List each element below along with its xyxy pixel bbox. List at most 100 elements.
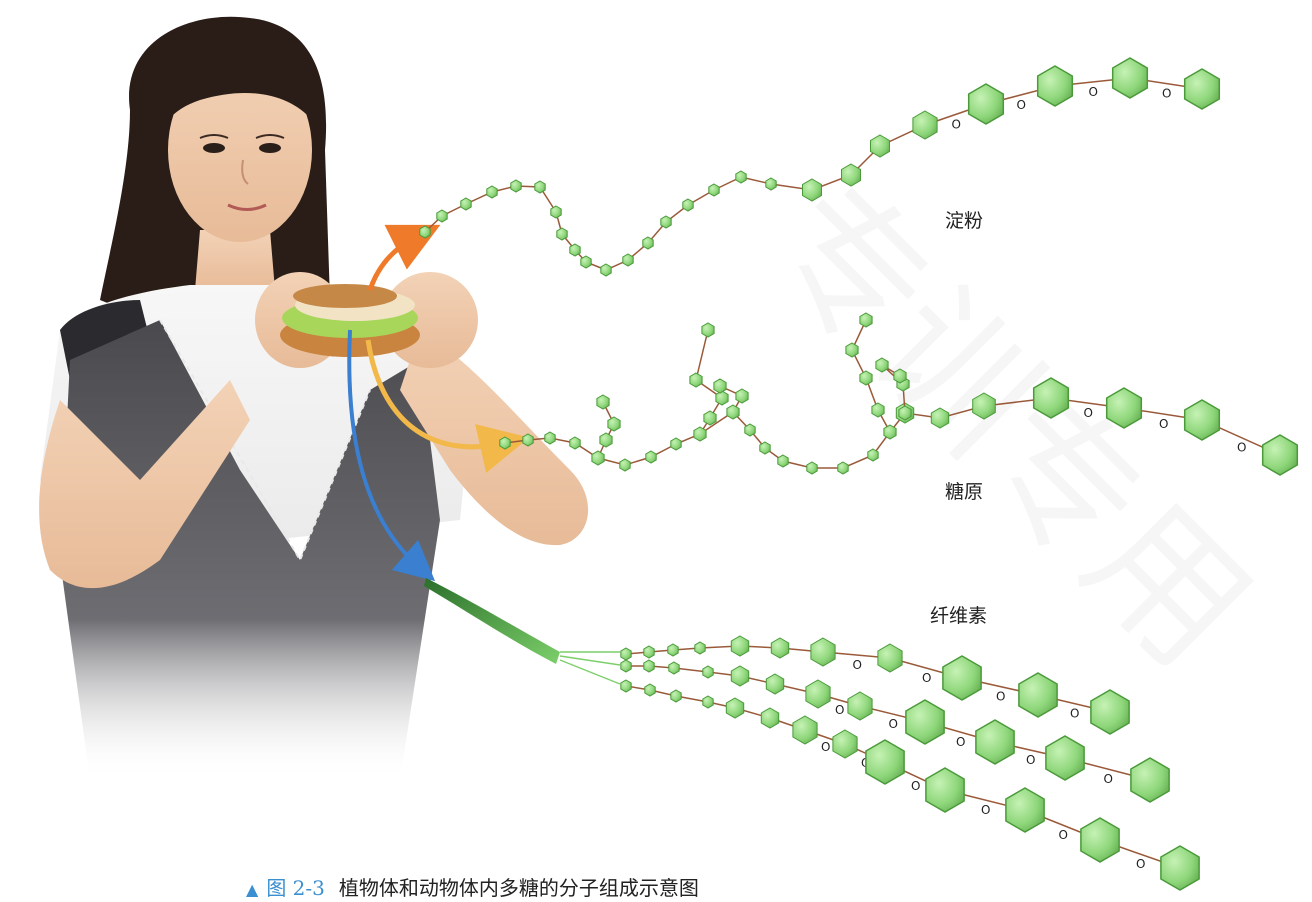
glucose-ring-icon: [1080, 817, 1120, 863]
oxygen-atom-label: O: [981, 803, 990, 817]
glucose-ring-icon: [667, 643, 679, 657]
glucose-ring-icon: [580, 255, 592, 269]
glucose-ring-icon: [972, 392, 996, 420]
glucose-ring-icon: [925, 767, 965, 813]
starch-label: 淀粉: [945, 210, 984, 232]
glucose-ring-icon: [1032, 377, 1070, 419]
glucose-ring-icon: [912, 110, 938, 140]
glucose-ring-icon: [759, 441, 771, 455]
glucose-ring-icon: [1036, 65, 1074, 107]
glucose-ring-icon: [730, 635, 750, 657]
oxygen-atom-label: O: [1104, 772, 1113, 786]
glucose-ring-icon: [832, 729, 858, 759]
oxygen-atom-label: O: [1237, 441, 1246, 455]
glucose-ring-icon: [725, 697, 745, 719]
glucose-ring-icon: [591, 450, 605, 466]
glucose-ring-icon: [569, 243, 581, 257]
glucose-ring-icon: [668, 661, 680, 675]
glycosidic-bond: [597, 401, 615, 459]
glucose-ring-icon: [534, 180, 546, 194]
glucose-ring-icon: [841, 163, 861, 187]
glucose-ring-icon: [419, 225, 431, 239]
glucose-ring-icon: [682, 198, 694, 212]
oxygen-atom-label: O: [1089, 85, 1098, 99]
glucose-ring-icon: [544, 431, 556, 445]
figure-number: 图 2-3: [266, 876, 325, 900]
glycosidic-bond: [881, 364, 906, 414]
glucose-ring-icon: [708, 183, 720, 197]
glucose-ring-icon: [975, 719, 1015, 765]
glucose-ring-icon: [701, 322, 715, 338]
glucose-ring-icon: [1045, 735, 1085, 781]
glucose-ring-icon: [619, 458, 631, 472]
glucose-ring-icon: [847, 691, 873, 721]
figure-caption: ▲ 图 2-3 植物体和动物体内多糖的分子组成示意图: [246, 872, 699, 901]
glucose-ring-icon: [713, 378, 727, 394]
glucose-ring-icon: [569, 436, 581, 450]
glucose-ring-icon: [765, 177, 777, 191]
glucose-ring-icon: [845, 342, 859, 358]
glucose-ring-icon: [436, 209, 448, 223]
glucose-ring-icon: [599, 432, 613, 448]
glucose-ring-icon: [735, 388, 749, 404]
glucose-ring-icon: [620, 659, 632, 673]
glucose-ring-icon: [596, 394, 610, 410]
oxygen-atom-label: O: [1136, 857, 1145, 871]
glucose-ring-icon: [1183, 68, 1221, 110]
glucose-ring-icon: [1130, 757, 1170, 803]
oxygen-atom-label: O: [952, 118, 961, 132]
oxygen-atom-label: O: [1084, 406, 1093, 420]
glucose-ring-icon: [765, 673, 785, 695]
glucose-ring-icon: [670, 437, 682, 451]
glycogen-label: 糖原: [945, 481, 984, 503]
oxygen-atom-label: O: [835, 703, 844, 717]
glucose-ring-icon: [693, 426, 707, 442]
glucose-ring-icon: [802, 178, 822, 202]
caption-text: 植物体和动物体内多糖的分子组成示意图: [338, 876, 699, 900]
glucose-ring-icon: [670, 689, 682, 703]
glucose-ring-icon: [644, 683, 656, 697]
oxygen-atom-label: O: [956, 735, 965, 749]
glucose-ring-icon: [760, 707, 780, 729]
glucose-ring-icon: [871, 402, 885, 418]
glycogen-molecule: OOO: [499, 312, 1299, 476]
glucose-ring-icon: [726, 404, 740, 420]
glucose-ring-icon: [810, 637, 836, 667]
glucose-ring-icon: [660, 215, 672, 229]
glucose-ring-icon: [600, 263, 612, 277]
glucose-ring-icon: [877, 643, 903, 673]
glucose-ring-icon: [460, 197, 472, 211]
glucose-ring-icon: [859, 312, 873, 328]
glucose-ring-icon: [486, 185, 498, 199]
glucose-ring-icon: [645, 450, 657, 464]
oxygen-atom-label: O: [1059, 828, 1068, 842]
oxygen-atom-label: O: [922, 671, 931, 685]
oxygen-atom-label: O: [1026, 753, 1035, 767]
oxygen-atom-label: O: [911, 779, 920, 793]
glucose-ring-icon: [883, 424, 897, 440]
cellulose-fiber: [424, 578, 560, 664]
starch-molecule: O O O O: [419, 57, 1221, 277]
glucose-ring-icon: [522, 433, 534, 447]
oxygen-atom-label: O: [1017, 98, 1026, 112]
glucose-ring-icon: [1261, 434, 1299, 476]
glucose-ring-icon: [620, 679, 632, 693]
glucose-ring-icon: [942, 655, 982, 701]
glucose-ring-icon: [620, 647, 632, 661]
oxygen-atom-label: O: [996, 690, 1005, 704]
glucose-ring-icon: [622, 253, 634, 267]
oxygen-atom-label: O: [889, 717, 898, 731]
glucose-ring-icon: [744, 423, 756, 437]
glucose-ring-icon: [735, 170, 747, 184]
glucose-ring-icon: [1183, 399, 1221, 441]
glucose-ring-icon: [859, 370, 873, 386]
glucose-ring-icon: [642, 236, 654, 250]
glucose-ring-icon: [1018, 672, 1058, 718]
oxygen-atom-label: O: [1162, 87, 1171, 101]
caption-marker: ▲: [246, 880, 259, 899]
glycogen-arrow: [365, 339, 530, 473]
glucose-ring-icon: [715, 390, 729, 406]
glucose-ring-icon: [867, 448, 879, 462]
